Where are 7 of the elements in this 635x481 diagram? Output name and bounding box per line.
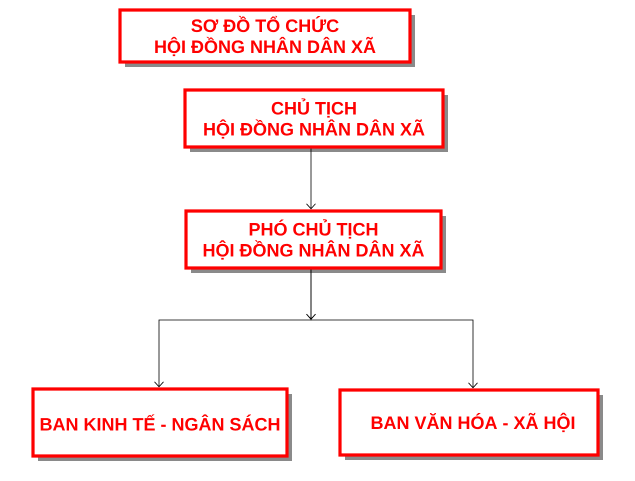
org-box: CHỦ TỊCH HỘI ĐỒNG NHÂN DÂN XÃ bbox=[183, 88, 448, 152]
org-box: BAN VĂN HÓA - XÃ HỘI bbox=[338, 388, 603, 460]
org-box: PHÓ CHỦ TỊCH HỘI ĐỒNG NHÂN DÂN XÃ bbox=[184, 209, 446, 273]
arrow bbox=[306, 269, 478, 388]
title-box: SƠ ĐỒ TỔ CHỨC HỘI ĐỒNG NHÂN DÂN XÃ bbox=[118, 8, 415, 67]
org-box: BAN KINH TẾ - NGÂN SÁCH bbox=[31, 387, 292, 461]
arrow bbox=[306, 148, 316, 210]
